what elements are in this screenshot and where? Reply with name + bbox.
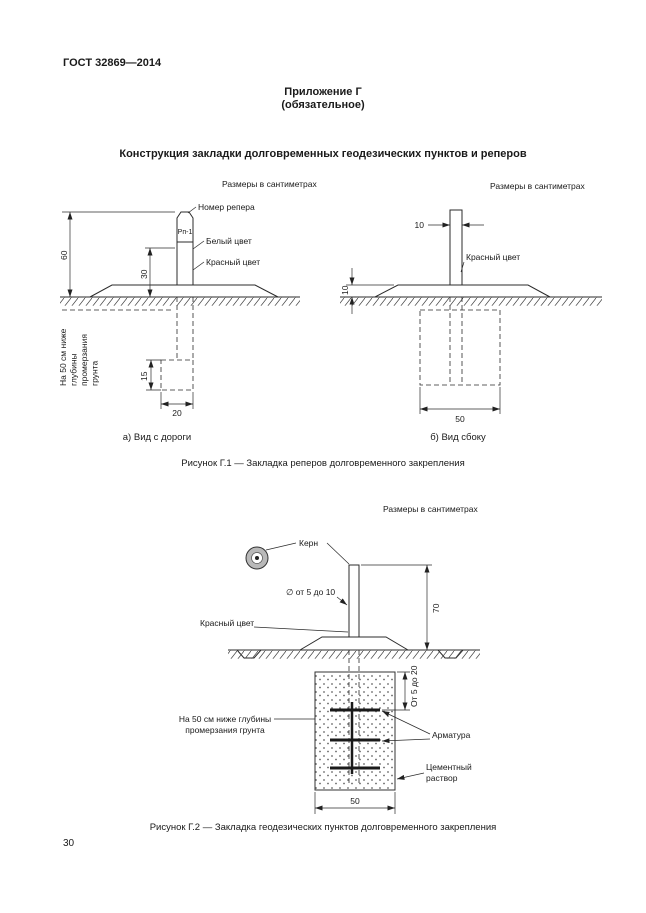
dim-5-20-label: От 5 до 20 bbox=[409, 665, 419, 707]
figure-g2-geodetic-point: Размеры в сантиметрах Керн ∅ от 5 до 10 … bbox=[179, 504, 480, 814]
ground-hatch bbox=[340, 297, 602, 306]
leader-red-side bbox=[460, 261, 465, 273]
ground-section-b bbox=[340, 284, 602, 306]
leader-cement bbox=[396, 772, 425, 780]
dimensions-fig2: 70 От 5 до 20 50 bbox=[314, 564, 441, 814]
dim-50-label-fig2: 50 bbox=[350, 796, 360, 806]
post-body bbox=[176, 242, 194, 285]
dim-10-height-label: 10 bbox=[340, 285, 350, 295]
leader-red-fig2 bbox=[253, 626, 349, 633]
leader-rebar-top bbox=[381, 710, 431, 735]
dim-60-label: 60 bbox=[59, 250, 69, 260]
post-side-outline bbox=[449, 209, 463, 286]
units-note-left: Размеры в сантиметрах bbox=[222, 179, 318, 189]
appendix-note: (обязательное) bbox=[281, 99, 365, 111]
buried-post-dashed bbox=[176, 297, 194, 360]
mound-outline bbox=[299, 636, 409, 651]
callout-rebar: Арматура bbox=[381, 710, 471, 744]
rebar-horizontal bbox=[330, 708, 380, 770]
dimensions-a: 60 30 15 20 bbox=[59, 211, 194, 418]
benchmark-number-label: Номер репера bbox=[198, 202, 255, 212]
leader-kern-circle bbox=[265, 542, 297, 551]
caption-view-a: а) Вид с дороги bbox=[123, 432, 191, 443]
ground-section-a bbox=[60, 284, 300, 306]
frost-depth-note: На 50 см ниже глубины промерзания грунта bbox=[58, 326, 100, 386]
figure-g2-caption: Рисунок Г.2 — Закладка геодезических пун… bbox=[149, 822, 497, 833]
leader-kern-post bbox=[326, 542, 350, 565]
buried-part-a bbox=[62, 297, 194, 391]
frost-line-3: промерзания bbox=[79, 334, 89, 386]
leader-red bbox=[192, 261, 205, 271]
frost-line-1: На 50 см ниже bbox=[58, 328, 68, 386]
dim-20-label: 20 bbox=[172, 408, 182, 418]
units-note-fig2: Размеры в сантиметрах bbox=[383, 504, 479, 514]
benchmark-post-side bbox=[449, 209, 463, 286]
red-color-label: Красный цвет bbox=[206, 257, 260, 267]
cement-label-line1: Цементный bbox=[426, 762, 472, 772]
frost-note-line2: промерзания грунта bbox=[185, 725, 265, 735]
anchor-foot-dashed bbox=[160, 359, 194, 391]
mark-plan-view bbox=[245, 546, 269, 570]
dim-30-label: 30 bbox=[139, 269, 149, 279]
ground-section-fig2 bbox=[228, 636, 480, 659]
units-note-right: Размеры в сантиметрах bbox=[490, 181, 586, 191]
callout-cement: Цементный раствор bbox=[396, 762, 472, 783]
caption-view-b: б) Вид сбоку bbox=[430, 432, 486, 443]
frost-line-2: глубины bbox=[69, 353, 79, 386]
cement-label-line2: раствор bbox=[426, 773, 458, 783]
callout-frost-fig2: На 50 см ниже глубины промерзания грунта bbox=[179, 714, 315, 735]
appendix-title: Приложение Г bbox=[284, 86, 362, 98]
callout-kern: Керн bbox=[265, 538, 350, 565]
ground-hatch bbox=[228, 650, 480, 659]
mound-outline bbox=[89, 284, 279, 298]
buried-part-b bbox=[419, 297, 501, 386]
point-post bbox=[348, 564, 360, 638]
post-head bbox=[176, 211, 194, 243]
callouts-a: Номер репера Белый цвет Красный цвет bbox=[187, 202, 260, 271]
kern-label: Керн bbox=[299, 538, 318, 548]
post-outline bbox=[348, 564, 360, 638]
appendix-heading: Приложение Г (обязательное) bbox=[0, 86, 646, 112]
dim-10-width-label: 10 bbox=[415, 220, 425, 230]
kern-dot bbox=[255, 556, 259, 560]
leader-white bbox=[192, 240, 205, 250]
buried-block-dashed bbox=[419, 309, 501, 386]
callouts-fig2: ∅ от 5 до 10 Красный цвет bbox=[200, 587, 349, 633]
leader-number bbox=[187, 206, 197, 214]
benchmark-post: Рп-1 bbox=[176, 211, 194, 285]
concrete-block bbox=[314, 671, 396, 791]
figure-g1-side-view: Размеры в сантиметрах 10 10 50 Красный ц… bbox=[340, 181, 602, 443]
white-color-label: Белый цвет bbox=[206, 236, 252, 246]
callouts-b: Красный цвет bbox=[460, 252, 520, 273]
ground-hatch bbox=[60, 297, 300, 306]
dim-50-label: 50 bbox=[455, 414, 465, 424]
figure-g1-road-view: Размеры в сантиметрах Рп-1 Номер репера … bbox=[58, 179, 318, 443]
figure-g1-caption: Рисунок Г.1 — Закладка реперов долговрем… bbox=[181, 458, 465, 469]
leader-rebar-mid bbox=[381, 738, 431, 744]
page-title: Конструкция закладки долговременных геод… bbox=[119, 148, 527, 160]
dim-15-label: 15 bbox=[139, 371, 149, 381]
dim-70-label: 70 bbox=[431, 603, 441, 613]
frost-line-4: грунта bbox=[90, 361, 100, 386]
red-color-label-fig2: Красный цвет bbox=[200, 618, 254, 628]
foundation-block bbox=[314, 650, 396, 791]
page-number: 30 bbox=[63, 838, 75, 849]
benchmark-id-label: Рп-1 bbox=[178, 229, 193, 236]
leader-diameter bbox=[336, 596, 348, 606]
red-color-side-label: Красный цвет bbox=[466, 252, 520, 262]
rebar-label: Арматура bbox=[432, 730, 471, 740]
diameter-label: ∅ от 5 до 10 bbox=[286, 587, 335, 597]
mound-outline bbox=[374, 284, 551, 298]
doc-code: ГОСТ 32869—2014 bbox=[63, 57, 162, 69]
dimensions-b: 10 10 50 bbox=[340, 220, 501, 424]
frost-note-line1: На 50 см ниже глубины bbox=[179, 714, 271, 724]
buried-post-dashed bbox=[449, 297, 463, 385]
buried-post-dashed bbox=[348, 650, 360, 783]
